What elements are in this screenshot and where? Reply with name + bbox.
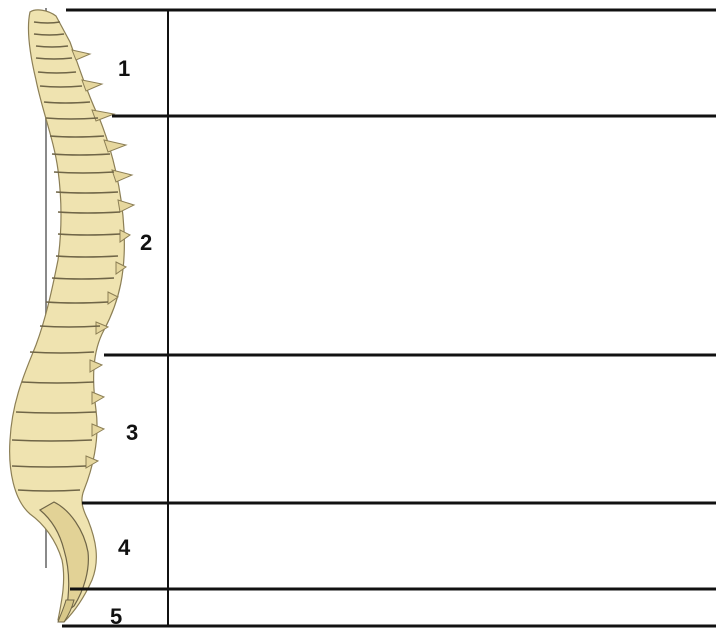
region-label-1: 1 xyxy=(118,56,130,81)
region-dividers xyxy=(62,10,716,626)
region-label-3: 3 xyxy=(126,420,138,445)
region-label-2: 2 xyxy=(140,230,152,255)
spine-illustration-icon xyxy=(10,8,134,622)
region-label-4: 4 xyxy=(118,535,131,560)
region-label-5: 5 xyxy=(110,604,122,629)
